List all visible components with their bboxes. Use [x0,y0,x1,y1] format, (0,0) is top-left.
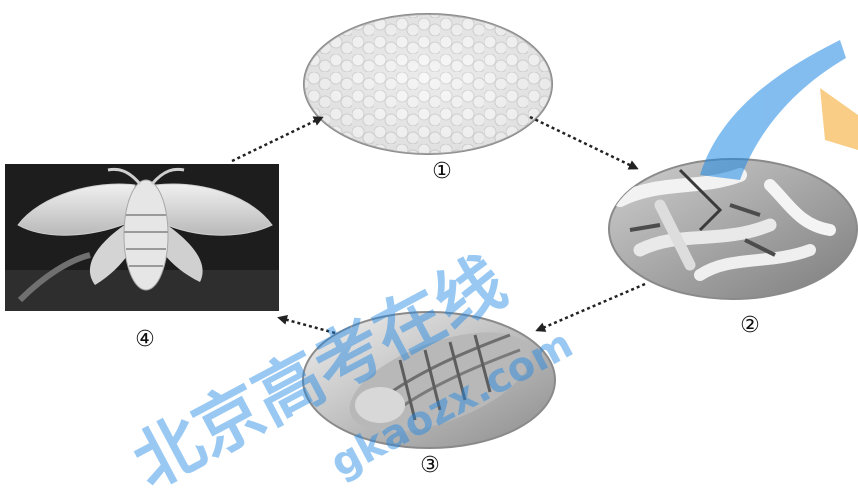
pupa-illustration [303,312,555,452]
label-stage-3: ③ [410,454,450,478]
arrow-larvae-to-pupa [538,284,645,330]
arrow-adult-to-eggs [232,118,321,161]
label-stage-2: ② [730,314,770,338]
moth-illustration [5,164,279,311]
larvae-illustration [609,159,857,299]
arrow-pupa-to-adult [280,318,335,333]
label-stage-1: ① [422,160,462,184]
arrow-eggs-to-larvae [530,117,636,168]
label-stage-4: ④ [125,328,165,352]
eggs-illustration [304,14,552,154]
